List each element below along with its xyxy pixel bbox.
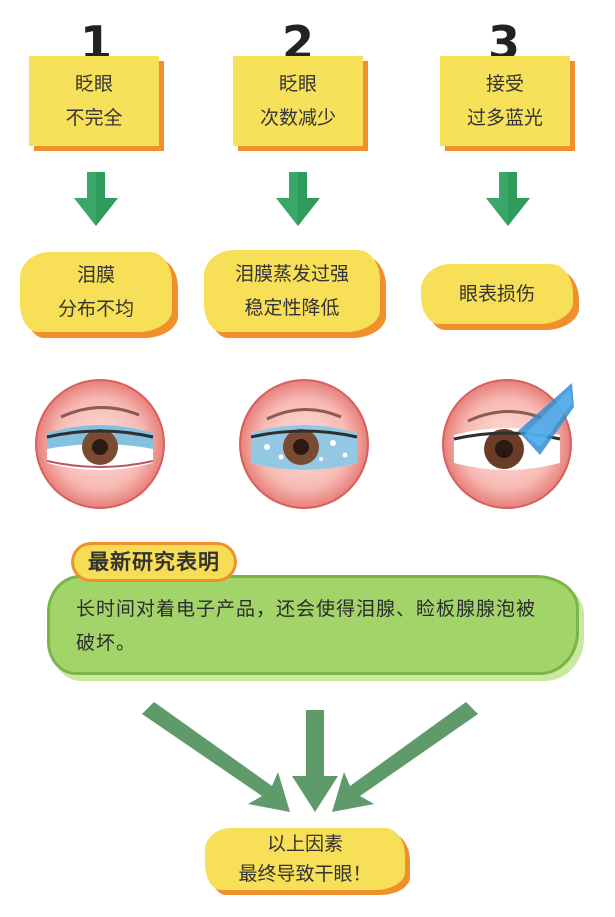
eye-illustration-3 — [440, 377, 574, 511]
cause-3-line-1: 接受 — [485, 73, 524, 95]
conclusion-line-2: 最终导致干眼！ — [238, 863, 372, 885]
cause-2-line-1: 眨眼 — [278, 73, 317, 95]
effect-1-line-1: 泪膜 — [76, 264, 115, 286]
effect-2-line-1: 泪膜蒸发过强 — [234, 263, 349, 285]
down-arrow-icon-1 — [74, 172, 118, 226]
effect-2-line-2: 稳定性降低 — [244, 297, 340, 319]
cause-3-line-2: 过多蓝光 — [466, 107, 543, 129]
research-text: 长时间对着电子产品，还会使得泪腺、睑板腺腺泡被破坏。 — [76, 598, 537, 654]
research-title: 最新研究表明 — [74, 545, 234, 579]
converging-arrows-icon — [140, 700, 480, 819]
down-arrow-icon-2 — [276, 172, 320, 226]
cause-1-line-1: 眨眼 — [74, 73, 113, 95]
effect-card-3: 眼表损伤 — [421, 264, 573, 324]
research-box: 长时间对着电子产品，还会使得泪腺、睑板腺腺泡被破坏。 — [50, 578, 576, 672]
cause-2-line-2: 次数减少 — [259, 107, 336, 129]
effect-3-line-1: 眼表损伤 — [458, 283, 535, 305]
effect-card-1: 泪膜 分布不均 — [20, 252, 172, 332]
cause-1-line-2: 不完全 — [65, 107, 123, 129]
cause-card-1: 眨眼 不完全 — [29, 56, 159, 146]
conclusion-line-1: 以上因素 — [266, 833, 343, 855]
down-arrow-icon-3 — [486, 172, 530, 226]
cause-card-3: 接受 过多蓝光 — [440, 56, 570, 146]
eye-illustration-2 — [237, 377, 371, 511]
eye-illustration-1 — [33, 377, 167, 511]
cause-card-2: 眨眼 次数减少 — [233, 56, 363, 146]
conclusion-card: 以上因素 最终导致干眼！ — [205, 828, 405, 890]
effect-1-line-2: 分布不均 — [57, 298, 134, 320]
effect-card-2: 泪膜蒸发过强 稳定性降低 — [204, 250, 380, 332]
